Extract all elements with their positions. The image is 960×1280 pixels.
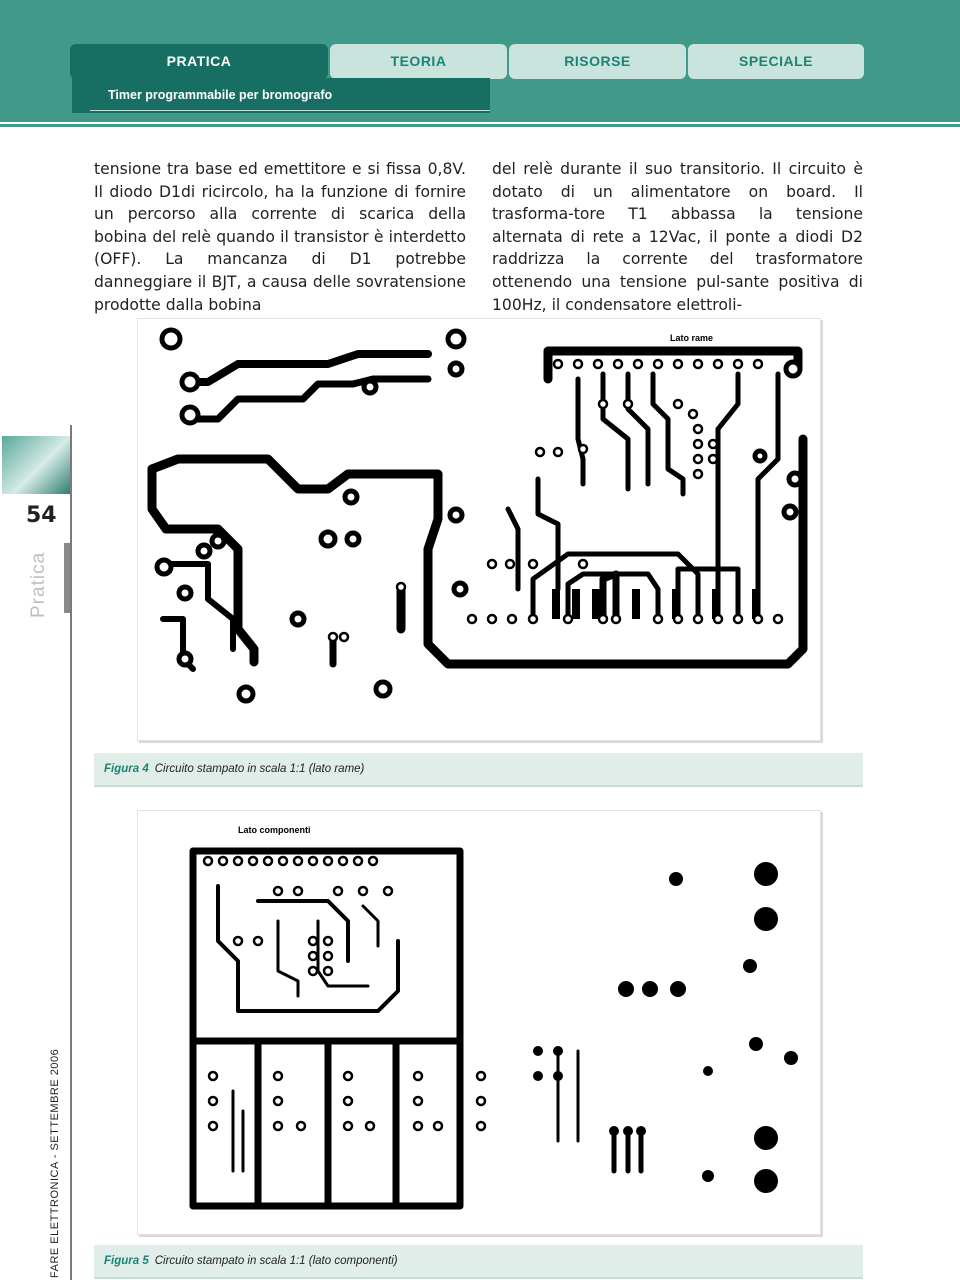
page-number: 54 bbox=[26, 503, 57, 528]
body-text-right: del relè durante il suo transitorio. Il … bbox=[492, 160, 863, 314]
figure-4-caption: Figura 4 Circuito stampato in scala 1:1 (… bbox=[94, 753, 863, 787]
subnav-bar bbox=[72, 78, 490, 113]
section-label: Pratica bbox=[28, 551, 49, 618]
pcb-copper-label: Lato rame bbox=[670, 333, 713, 343]
figure-5-number: Figura 5 bbox=[104, 1255, 149, 1267]
header-rule bbox=[0, 124, 960, 127]
journal-footer-label: FARE ELETTRONICA - SETTEMBRE 2006 bbox=[49, 1048, 61, 1278]
tab-risorse[interactable]: RISORSE bbox=[509, 44, 686, 79]
pcb-component-label: Lato componenti bbox=[238, 825, 311, 835]
pcb-copper-drawing: Lato rame bbox=[147, 327, 808, 704]
tab-pratica[interactable]: PRATICA bbox=[70, 44, 328, 79]
tab-speciale[interactable]: SPECIALE bbox=[688, 44, 864, 79]
section-marker-bar bbox=[64, 543, 70, 613]
figure-5-caption: Figura 5 Circuito stampato in scala 1:1 (… bbox=[94, 1245, 863, 1279]
article-subtitle: Timer programmabile per bromografo bbox=[108, 88, 333, 102]
section-thumbnail-image bbox=[2, 436, 70, 494]
pcb-component-drawing: Lato componenti bbox=[189, 825, 798, 1210]
figure-4-caption-text: Circuito stampato in scala 1:1 (lato ram… bbox=[154, 763, 365, 775]
pcb-copper-side-image: Lato rame bbox=[137, 318, 821, 741]
subnav-divider bbox=[90, 110, 490, 111]
tab-teoria[interactable]: TEORIA bbox=[330, 44, 507, 79]
pcb-component-side-image: Lato componenti bbox=[137, 810, 821, 1235]
margin-rule bbox=[70, 425, 72, 1280]
figure-4-number: Figura 4 bbox=[104, 763, 149, 775]
body-text-left: tensione tra base ed emettitore e si fis… bbox=[94, 160, 466, 314]
figure-5-caption-text: Circuito stampato in scala 1:1 (lato com… bbox=[154, 1255, 398, 1267]
